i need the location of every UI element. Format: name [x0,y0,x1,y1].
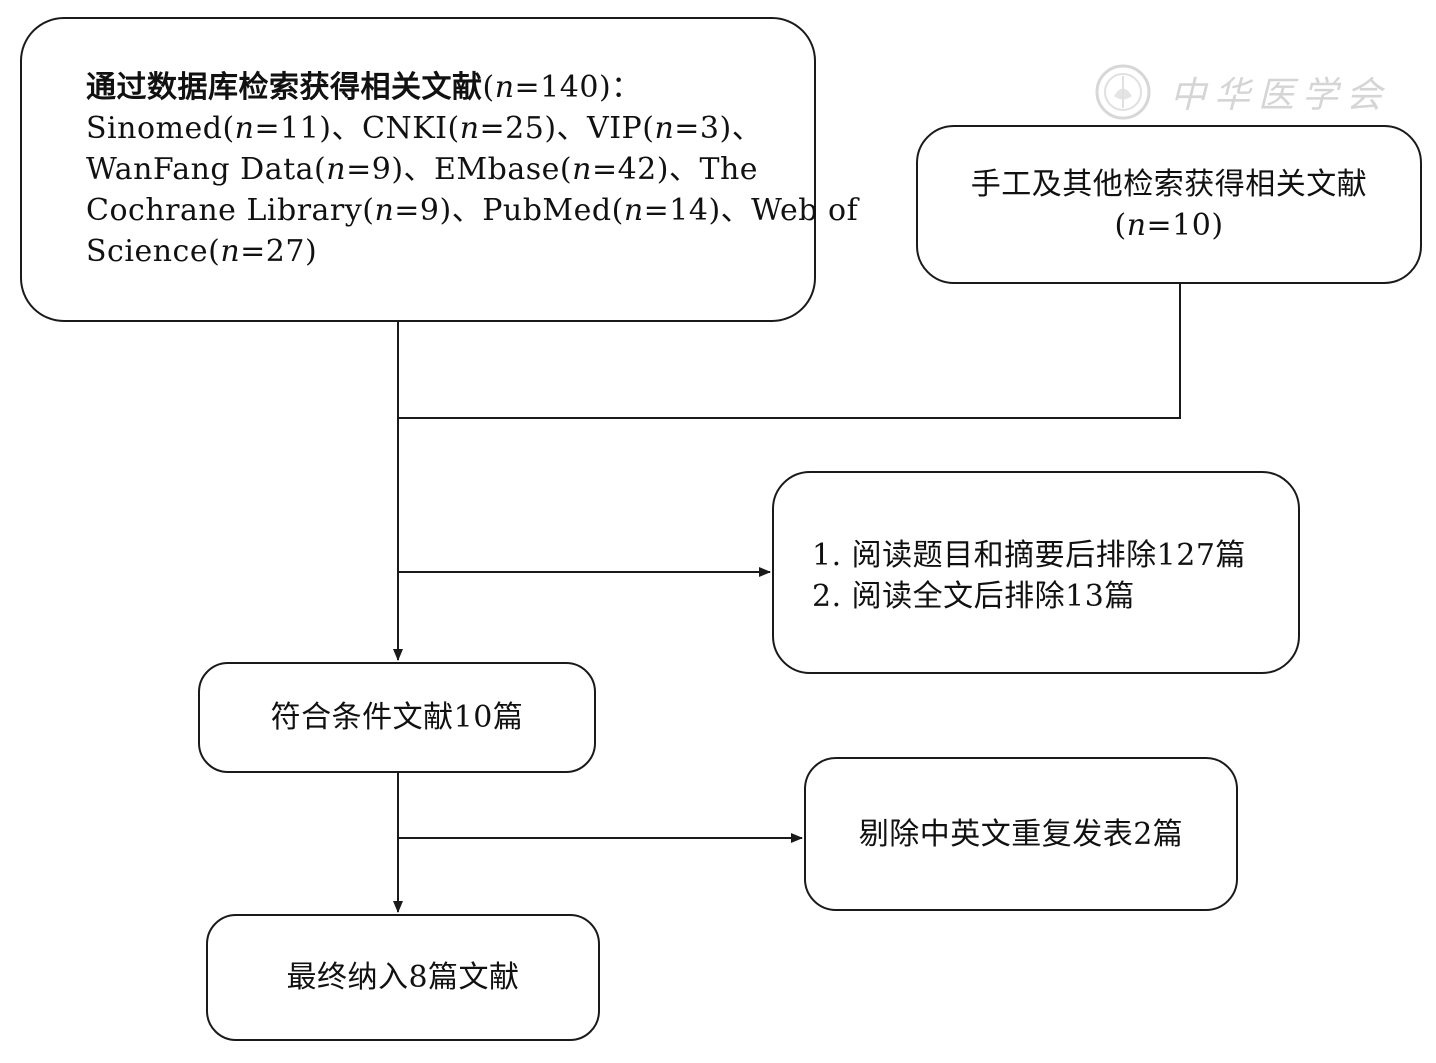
db-name-embase: EMbase [434,152,560,187]
db-count-embase: (n=42) [559,152,669,187]
duplicate-label: 剔除中英文重复发表2篇 [858,816,1184,852]
db-count-cnki: (n=25) [447,111,557,146]
exclusion-line-2: 2. 阅读全文后排除13篇 [812,579,1135,614]
db-name-cochrane-part2: Cochrane Library [86,193,363,228]
exclusion-box: 1. 阅读题目和摘要后排除127篇 2. 阅读全文后排除13篇 [772,471,1300,674]
watermark: 中华医学会 [1094,62,1394,122]
database-search-box: 通过数据库检索获得相关文献(n=140)： Sinomed(n=11)、CNKI… [20,17,859,322]
db-name-pubmed: PubMed [482,193,612,228]
db-count-wanfang: (n=9) [314,152,404,187]
final-label: 最终纳入8篇文献 [286,960,520,995]
db-count-wos: (n=27) [208,234,318,269]
manual-search-count: (n=10) [1114,207,1224,243]
eligible-label: 符合条件文献10篇 [270,700,524,735]
db-count-cochrane: (n=9) [362,193,452,228]
db-name-cochrane-part1: The [699,152,759,187]
db-name-wos-part2: Science [86,234,209,269]
eligible-box: 符合条件文献10篇 [198,662,596,773]
duplicate-box: 剔除中英文重复发表2篇 [804,757,1238,911]
watermark-text: 中华医学会 [1170,75,1391,116]
search-heading: 通过数据库检索获得相关文献 [86,70,483,105]
db-line-3: Cochrane Library(n=9)、PubMed(n=14)、Web o… [86,193,859,228]
database-search-text: 通过数据库检索获得相关文献(n=140)： Sinomed(n=11)、CNKI… [86,67,859,272]
db-name-sinomed: Sinomed [86,111,223,146]
db-name-wos-part1: Web of [751,193,859,228]
db-line-1: Sinomed(n=11)、CNKI(n=25)、VIP(n=3)、 [86,111,763,146]
db-name-wanfang: WanFang Data [86,152,315,187]
manual-search-box: 手工及其他检索获得相关文献 (n=10) [916,125,1422,284]
db-count-pubmed: (n=14) [611,193,721,228]
manual-search-label: 手工及其他检索获得相关文献 [970,166,1368,202]
exclusion-line-1: 1. 阅读题目和摘要后排除127篇 [812,538,1246,573]
line-manual-merge [398,284,1181,419]
db-line-4: Science(n=27) [86,231,784,272]
search-heading-count: (n=140)： [482,70,642,105]
seal-icon [1095,64,1151,120]
search-heading-line: 通过数据库检索获得相关文献(n=140)： [86,67,784,108]
db-name-cnki: CNKI [362,111,448,146]
final-box: 最终纳入8篇文献 [206,914,600,1041]
db-count-vip: (n=3) [642,111,732,146]
db-name-vip: VIP [587,111,643,146]
db-line-2: WanFang Data(n=9)、EMbase(n=42)、The [86,152,759,187]
db-count-sinomed: (n=11) [222,111,332,146]
